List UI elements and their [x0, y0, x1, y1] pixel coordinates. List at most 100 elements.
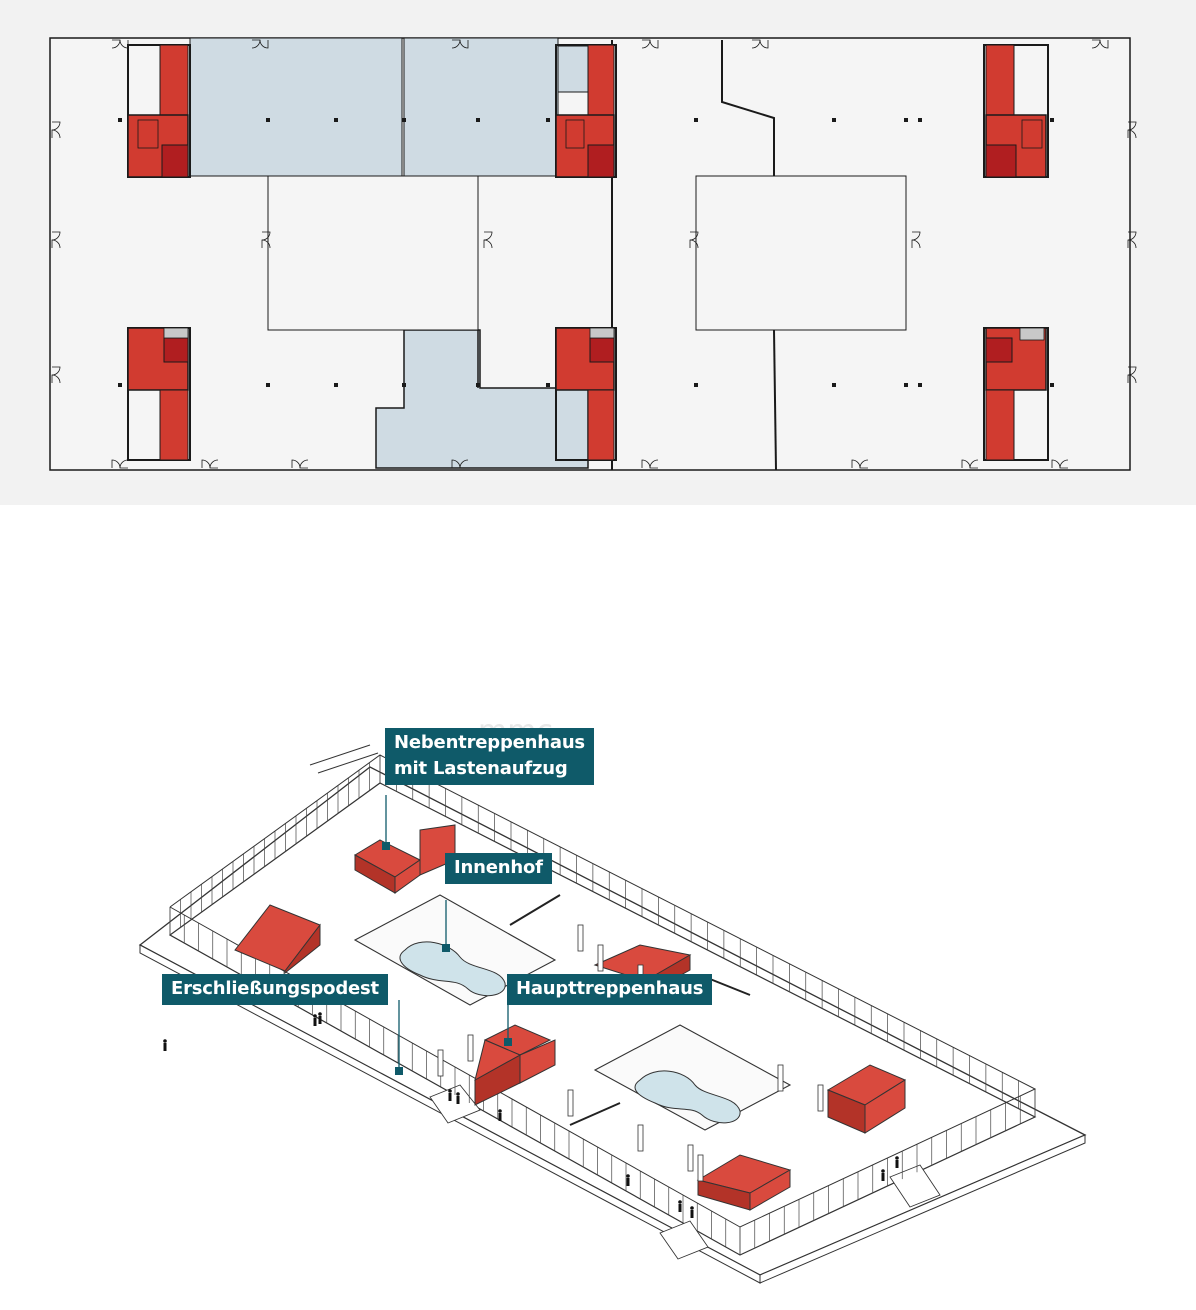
core-bottom-mid: [555, 327, 617, 461]
person: [163, 1043, 167, 1051]
door-swing: [859, 459, 869, 469]
ramp: [659, 1220, 709, 1260]
door-swing: [1059, 459, 1069, 469]
ramp: [429, 1084, 481, 1124]
column: [1050, 383, 1054, 387]
person: [448, 1093, 452, 1101]
pond: [399, 941, 506, 997]
callout-innenhof: Innenhof: [445, 853, 552, 884]
person: [318, 1016, 322, 1024]
door-swing: [1127, 129, 1137, 139]
courtyard-right: [695, 175, 907, 331]
column: [476, 118, 480, 122]
axonometric-drawing: mmc: [138, 714, 1087, 1284]
person: [678, 1204, 682, 1212]
door-swing: [1127, 374, 1137, 384]
person: [313, 1018, 317, 1026]
column: [817, 1084, 824, 1112]
column: [577, 924, 584, 952]
door-swing: [119, 459, 129, 469]
highlight-area-bottom: [375, 329, 589, 469]
axonometric-view: mmc Nebentreppenhaus mit Lastenaufzug In…: [0, 505, 1196, 1310]
core-left: [234, 904, 321, 975]
column: [334, 118, 338, 122]
person: [456, 1092, 460, 1096]
partition-wall: [721, 40, 775, 176]
person: [678, 1200, 682, 1204]
door-swing: [259, 39, 269, 49]
column: [266, 118, 270, 122]
door-swing: [759, 39, 769, 49]
bridge: [309, 744, 371, 766]
person: [456, 1096, 460, 1104]
person: [881, 1173, 885, 1181]
door-swing: [483, 239, 493, 249]
door-swing: [911, 239, 921, 249]
column: [832, 383, 836, 387]
door-swing: [649, 459, 659, 469]
bridge: [317, 752, 379, 774]
person: [163, 1039, 167, 1043]
door-swing: [261, 239, 271, 249]
column: [467, 1034, 474, 1062]
column: [904, 383, 908, 387]
column: [687, 1144, 694, 1172]
people-figures: [163, 1012, 899, 1218]
column: [476, 383, 480, 387]
column: [694, 118, 698, 122]
door-swing: [209, 459, 219, 469]
column: [118, 118, 122, 122]
core-top-left: [127, 44, 191, 178]
column: [266, 383, 270, 387]
core-bottom-left: [127, 327, 191, 461]
person: [498, 1113, 502, 1121]
person: [448, 1089, 452, 1093]
highlight-area-top-mid: [403, 37, 559, 177]
column: [1050, 118, 1054, 122]
door-swing: [459, 39, 469, 49]
column: [546, 383, 550, 387]
door-swing: [649, 39, 659, 49]
door-swing: [51, 374, 61, 384]
core-right: [826, 1064, 907, 1134]
pond: [634, 1070, 741, 1124]
column: [777, 1064, 784, 1092]
column: [567, 1089, 574, 1117]
courtyard-back: [353, 894, 557, 1006]
courtyard-front: [593, 1024, 792, 1131]
column: [118, 383, 122, 387]
column: [637, 1124, 644, 1152]
door-swing: [459, 459, 469, 469]
core-top-mid: [555, 44, 617, 178]
person: [313, 1014, 317, 1018]
floor-plan: [0, 0, 1196, 505]
callout-erschliessungspodest: Erschließungspodest: [162, 974, 388, 1005]
leader-endpoints: [382, 842, 512, 1075]
column: [402, 383, 406, 387]
person: [881, 1169, 885, 1173]
door-swing: [1127, 239, 1137, 249]
floor-plan-drawing: [49, 37, 1137, 471]
door-swing: [119, 39, 129, 49]
column: [697, 1154, 704, 1182]
column: [402, 118, 406, 122]
person: [895, 1156, 899, 1160]
callout-nebentreppenhaus: Nebentreppenhaus mit Lastenaufzug: [385, 728, 594, 785]
interior-columns: [437, 924, 824, 1182]
callout-haupttreppenhaus: Haupttreppenhaus: [507, 974, 713, 1005]
person: [690, 1210, 694, 1218]
highlight-area-top-strip: [557, 45, 589, 93]
column: [918, 118, 922, 122]
courtyard-left: [267, 175, 479, 331]
column: [694, 383, 698, 387]
core-top-right: [983, 44, 1049, 178]
column: [904, 118, 908, 122]
column: [832, 118, 836, 122]
core-bottom-right: [983, 327, 1049, 461]
highlight-area-top-left: [189, 37, 403, 177]
column: [437, 1049, 444, 1077]
column: [334, 383, 338, 387]
partition-wall: [509, 894, 561, 926]
core-secondary-stair: [353, 824, 456, 894]
column: [597, 944, 604, 972]
